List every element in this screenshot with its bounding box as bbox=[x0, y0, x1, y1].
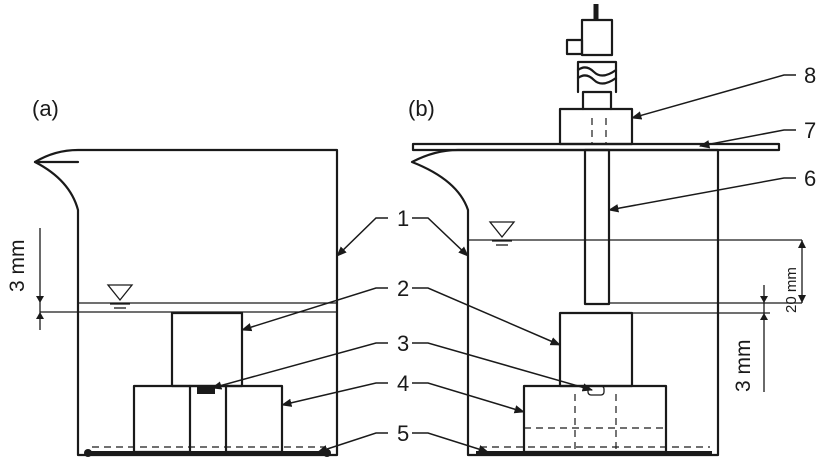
dimension-label-b-gap: 3 mm bbox=[732, 340, 755, 393]
callout-2: 2 bbox=[397, 276, 409, 301]
water-level-symbol-b bbox=[488, 221, 516, 246]
panel-b-label: (b) bbox=[408, 96, 435, 121]
block-4-b bbox=[522, 384, 668, 454]
block-2-b bbox=[558, 311, 634, 388]
callout-1: 1 bbox=[397, 206, 409, 231]
sample-3-a bbox=[197, 386, 215, 394]
water-level-symbol-a bbox=[106, 284, 134, 309]
panel-a-label: (a) bbox=[32, 96, 59, 121]
block-4-left-a bbox=[132, 384, 192, 454]
block-4-right-a bbox=[224, 384, 284, 454]
panel-a: (a) 3 mm bbox=[6, 96, 339, 457]
probe-break bbox=[576, 66, 618, 77]
callout-4: 4 bbox=[397, 371, 409, 396]
callout-5: 5 bbox=[397, 421, 409, 446]
callout-8: 8 bbox=[804, 63, 816, 88]
callout-7: 7 bbox=[804, 118, 816, 143]
holder-8 bbox=[558, 107, 634, 146]
holder-neck bbox=[581, 90, 613, 111]
panel-b: (b) bbox=[408, 4, 806, 457]
dimension-label-a: 3 mm bbox=[6, 240, 29, 293]
probe-break-2 bbox=[576, 74, 618, 85]
dimension-label-b-depth: 20 mm bbox=[783, 267, 800, 313]
block-2-a bbox=[170, 311, 244, 388]
rod-6 bbox=[583, 148, 611, 306]
callout-3: 3 bbox=[397, 331, 409, 356]
probe-head bbox=[580, 18, 614, 57]
sample-3-b bbox=[587, 385, 605, 396]
callout-6: 6 bbox=[804, 166, 816, 191]
callouts: 1 2 3 4 5 6 7 8 bbox=[210, 63, 816, 454]
probe-connector bbox=[565, 38, 584, 56]
